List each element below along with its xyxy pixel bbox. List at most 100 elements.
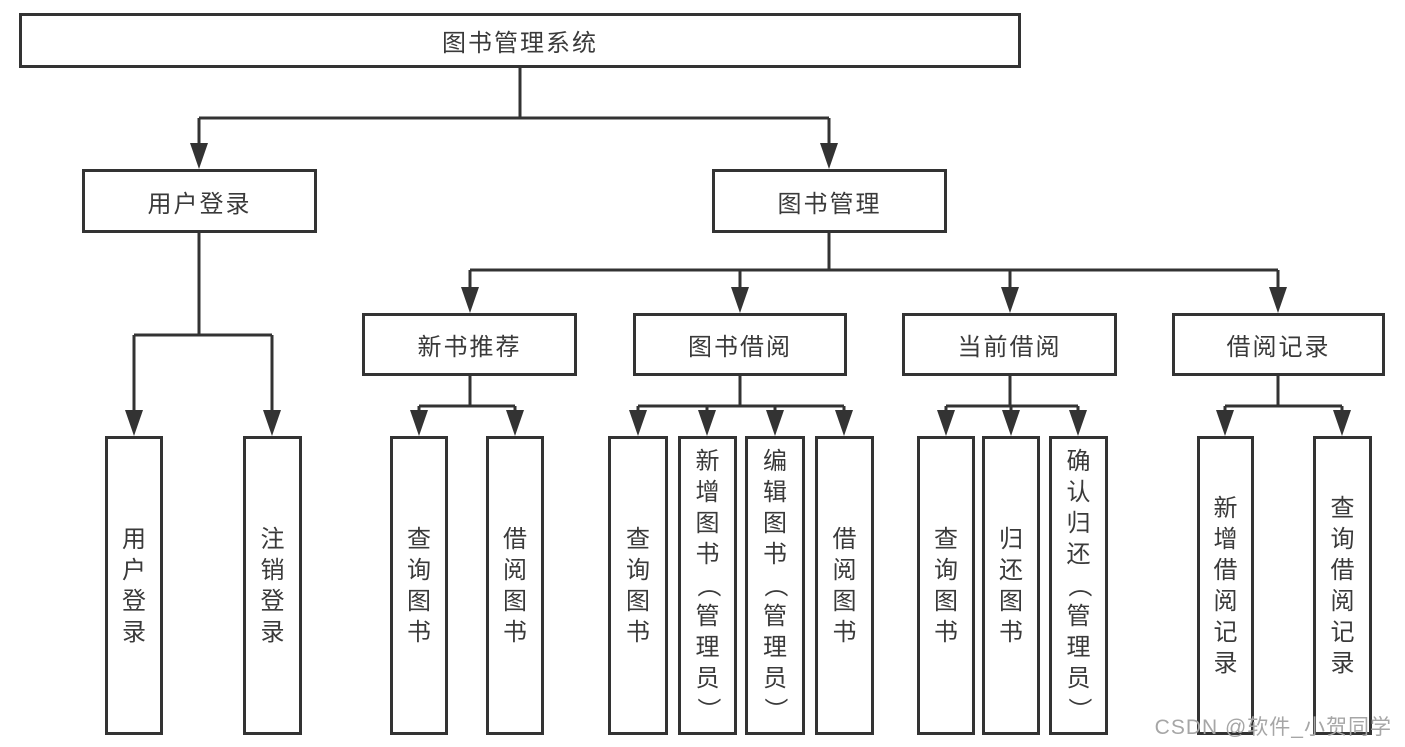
vertical-char: 图 xyxy=(695,510,720,537)
vertical-char: 管 xyxy=(1066,603,1091,630)
leaf-edit-book-admin-label: 编辑图书（管理员） xyxy=(762,446,789,725)
leaf-return-book-label: 归还图书 xyxy=(999,524,1023,648)
vertical-char: 录 xyxy=(260,618,285,646)
leaf-logout: 注销登录 xyxy=(243,436,302,735)
vertical-char: 查 xyxy=(934,525,958,553)
leaf-borrow-book: 借阅图书 xyxy=(815,436,874,735)
vertical-char: ） xyxy=(1065,697,1092,722)
leaf-user-login: 用户登录 xyxy=(105,436,163,735)
vertical-char: 图 xyxy=(626,587,650,615)
vertical-char: 图 xyxy=(763,510,787,537)
leaf-borrow-book-label: 借阅图书 xyxy=(833,524,857,648)
leaf-confirm-return-admin-label: 确认归还（管理员） xyxy=(1065,446,1092,725)
vertical-char: 记 xyxy=(1330,618,1355,646)
vertical-char: 阅 xyxy=(832,556,857,584)
vertical-char: ） xyxy=(761,697,789,722)
vertical-char: 确 xyxy=(1066,448,1091,475)
arrow-down-icon xyxy=(937,410,955,436)
vertical-char: 借 xyxy=(1330,556,1355,584)
node-library-system-label: 图书管理系统 xyxy=(442,30,598,57)
vertical-char: 员 xyxy=(1066,665,1091,692)
vertical-char: 辑 xyxy=(763,479,787,506)
vertical-char: 图 xyxy=(407,587,431,615)
vertical-char: （ xyxy=(761,573,789,598)
vertical-char: 用 xyxy=(122,525,146,553)
leaf-add-book-admin-label: 新增图书（管理员） xyxy=(694,446,721,725)
vertical-char: 还 xyxy=(999,556,1023,584)
node-book-management: 图书管理 xyxy=(712,169,947,233)
leaf-borrow-book-recommend-label: 借阅图书 xyxy=(503,524,527,648)
vertical-char: 记 xyxy=(1213,618,1238,646)
vertical-char: 书 xyxy=(832,618,857,646)
vertical-char: 员 xyxy=(695,665,720,692)
node-book-borrow-label: 图书借阅 xyxy=(688,334,792,361)
vertical-char: 查 xyxy=(626,525,650,553)
node-borrow-record: 借阅记录 xyxy=(1172,313,1385,376)
vertical-char: 认 xyxy=(1066,479,1091,506)
vertical-char: 归 xyxy=(999,525,1023,553)
leaf-query-book-current-label: 查询图书 xyxy=(934,524,958,648)
vertical-char: 询 xyxy=(626,556,650,584)
vertical-char: 编 xyxy=(763,448,787,475)
arrow-down-icon xyxy=(629,410,647,436)
leaf-query-book-current: 查询图书 xyxy=(917,436,975,735)
node-book-borrow: 图书借阅 xyxy=(633,313,847,376)
vertical-char: 询 xyxy=(407,556,431,584)
csdn-watermark: CSDN @软件_小贺同学 xyxy=(1154,716,1392,739)
vertical-char: 阅 xyxy=(503,556,527,584)
node-user-login-label: 用户登录 xyxy=(147,190,252,218)
leaf-confirm-return-admin: 确认归还（管理员） xyxy=(1049,436,1108,735)
node-current-borrow: 当前借阅 xyxy=(902,313,1117,376)
arrow-down-icon xyxy=(731,287,749,313)
arrow-down-icon xyxy=(410,410,428,436)
vertical-char: 借 xyxy=(503,525,527,553)
leaf-borrow-book-recommend: 借阅图书 xyxy=(486,436,544,735)
vertical-char: 销 xyxy=(260,556,285,584)
node-new-book-recommend: 新书推荐 xyxy=(362,313,577,376)
vertical-char: ） xyxy=(694,697,721,722)
node-borrow-record-label: 借阅记录 xyxy=(1226,334,1331,361)
arrow-down-icon xyxy=(1333,410,1351,436)
vertical-char: 增 xyxy=(1213,525,1238,553)
vertical-char: 书 xyxy=(934,618,958,646)
vertical-char: 增 xyxy=(695,479,720,506)
vertical-char: 管 xyxy=(763,603,787,630)
leaf-user-login-label: 用户登录 xyxy=(122,524,146,648)
node-new-book-recommend-label: 新书推荐 xyxy=(417,334,522,361)
leaf-edit-book-admin: 编辑图书（管理员） xyxy=(745,436,805,735)
arrow-down-icon xyxy=(125,410,143,436)
arrow-down-icon xyxy=(506,410,524,436)
vertical-char: 借 xyxy=(832,525,857,553)
arrow-down-icon xyxy=(1001,287,1019,313)
node-library-system: 图书管理系统 xyxy=(19,13,1021,68)
vertical-char: （ xyxy=(1065,573,1092,598)
vertical-char: 书 xyxy=(407,618,431,646)
arrow-down-icon xyxy=(1216,410,1234,436)
leaf-add-book-admin: 新增图书（管理员） xyxy=(678,436,737,735)
vertical-char: 图 xyxy=(999,587,1023,615)
arrow-down-icon xyxy=(766,410,784,436)
vertical-char: 书 xyxy=(999,618,1023,646)
node-current-borrow-label: 当前借阅 xyxy=(957,334,1062,361)
leaf-return-book: 归还图书 xyxy=(982,436,1040,735)
vertical-char: 图 xyxy=(503,587,527,615)
leaf-logout-label: 注销登录 xyxy=(261,524,285,648)
vertical-char: 理 xyxy=(695,634,720,661)
vertical-char: 还 xyxy=(1066,541,1091,568)
vertical-char: 户 xyxy=(122,556,146,584)
leaf-query-book-recommend-label: 查询图书 xyxy=(407,524,431,648)
vertical-char: 书 xyxy=(763,541,787,568)
leaf-query-book-recommend: 查询图书 xyxy=(390,436,448,735)
node-user-login: 用户登录 xyxy=(82,169,317,233)
node-book-management-label: 图书管理 xyxy=(777,190,882,218)
arrow-down-icon xyxy=(820,143,838,169)
arrow-down-icon xyxy=(1269,287,1287,313)
vertical-char: 注 xyxy=(260,525,285,553)
vertical-char: 图 xyxy=(832,587,857,615)
vertical-char: 图 xyxy=(934,587,958,615)
arrow-down-icon xyxy=(461,287,479,313)
vertical-char: 书 xyxy=(626,618,650,646)
vertical-char: 阅 xyxy=(1213,587,1238,615)
leaf-query-borrow-record-label: 查询借阅记录 xyxy=(1331,493,1355,679)
